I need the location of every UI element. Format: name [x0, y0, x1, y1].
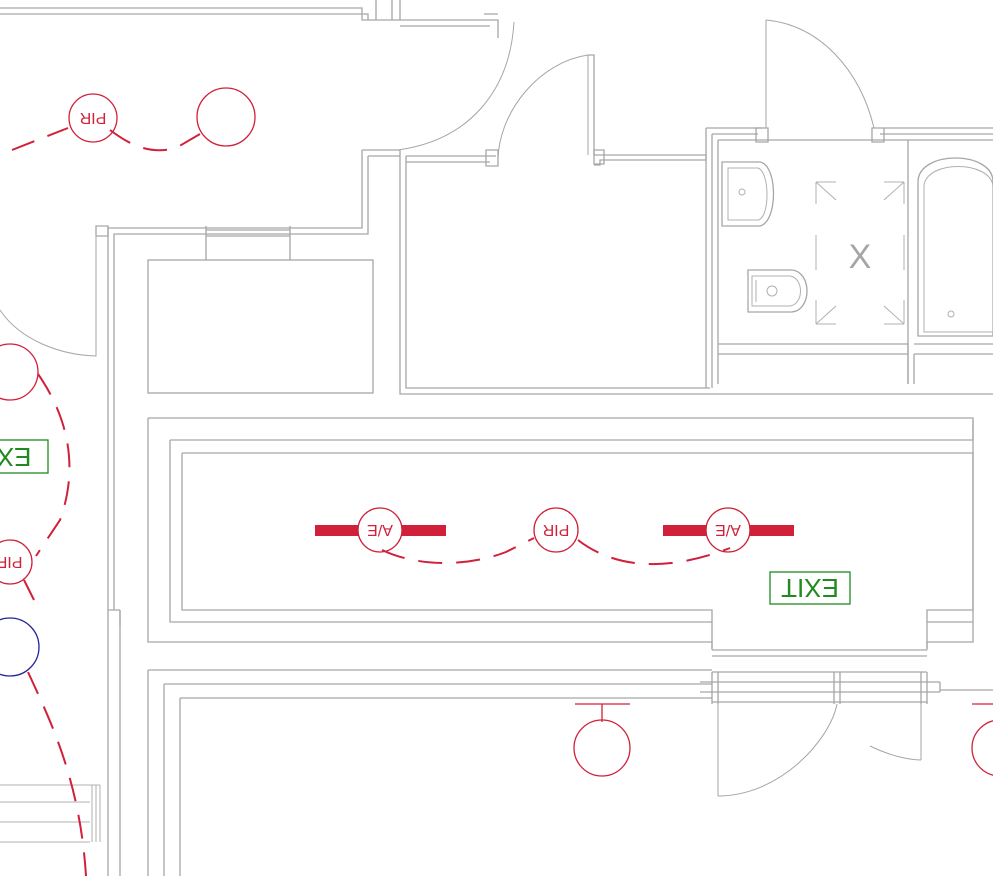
- exit-sign-left: EX: [0, 439, 49, 474]
- emergency-light-left: A/E: [315, 507, 446, 553]
- exit-sign-corridor: EXIT: [769, 571, 851, 605]
- emergency-light-right: A/E: [663, 507, 794, 553]
- pir-sensor-corridor: PIR: [533, 507, 579, 553]
- svg-text:PIR: PIR: [543, 521, 570, 538]
- svg-text:PIF: PIF: [0, 553, 22, 570]
- svg-text:A/E: A/E: [367, 521, 393, 538]
- smoke-detector: [0, 617, 40, 677]
- pendant-light-bottom: [573, 703, 631, 777]
- extractor-fan-symbol: X: [849, 238, 872, 276]
- lighting-layer: PIR PIF A/E PIR A/E: [0, 87, 993, 876]
- svg-text:A/E: A/E: [715, 521, 741, 538]
- pir-sensor-top-left: PIR: [68, 93, 118, 143]
- pir-sensor-left: PIF: [0, 539, 33, 585]
- svg-text:EXIT: EXIT: [781, 573, 839, 603]
- svg-text:PIR: PIR: [80, 109, 107, 126]
- light-fitting-left-upper: [0, 343, 39, 401]
- pendant-light-bottom-right: [971, 703, 993, 776]
- svg-text:EX: EX: [0, 442, 31, 472]
- light-fitting-top-left: [196, 87, 256, 147]
